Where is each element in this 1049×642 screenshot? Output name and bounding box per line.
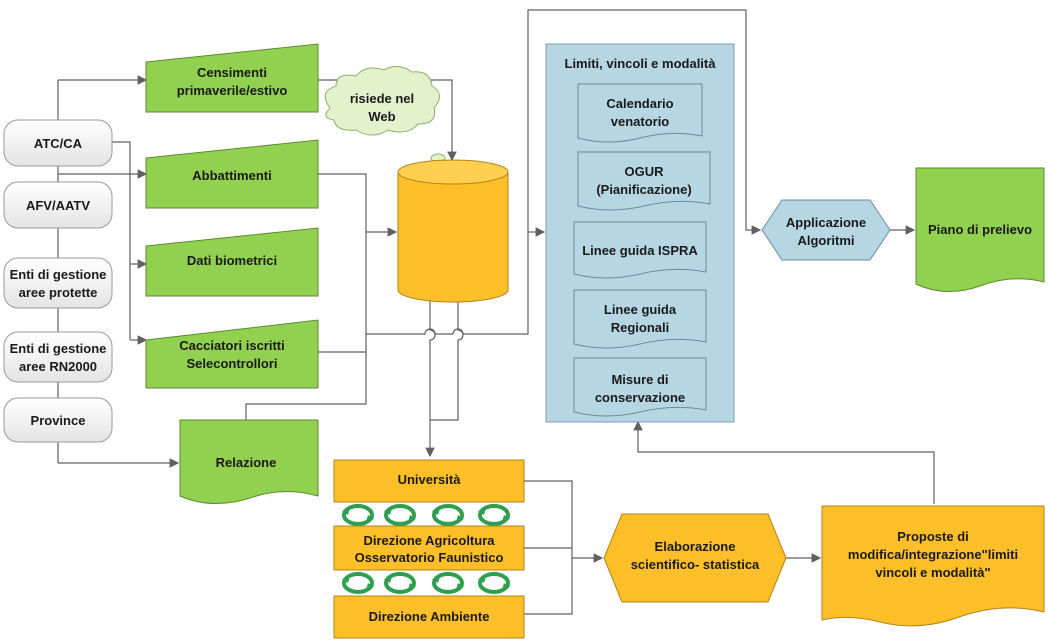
input-cacciatori: Cacciatori iscritti Selecontrollori xyxy=(145,319,319,389)
recycle-row-bottom xyxy=(340,572,512,594)
doc-ispra: Linee guida ISPRA xyxy=(573,221,707,279)
input-censimenti: Censimenti primaverile/estivo xyxy=(145,43,319,113)
source-enti-rn2000: Enti di gestione aree RN2000 xyxy=(3,331,113,383)
doc-ogur-line2: (Pianificazione) xyxy=(596,182,691,197)
applicazione-algoritmi: Applicazione Algoritmi xyxy=(761,199,891,261)
proposte-line2: modifica/integrazione"limiti xyxy=(848,547,1018,562)
doc-misure-line2: conservazione xyxy=(595,390,685,405)
source-enti-protette-line1: Enti di gestione xyxy=(10,267,107,282)
elaborazione-line1: Elaborazione xyxy=(655,539,736,554)
piano-label: Piano di prelievo xyxy=(928,222,1032,237)
recycle-icon xyxy=(430,572,466,594)
limiti-panel: Limiti, vincoli e modalità Calendario ve… xyxy=(545,43,735,423)
source-atc-ca: ATC/CA xyxy=(3,119,113,167)
universita-label: Università xyxy=(398,472,462,487)
input-biometrici-label: Dati biometrici xyxy=(187,253,277,268)
proposte-line3: vincoli e modalità" xyxy=(875,565,990,580)
recycle-icon xyxy=(340,572,376,594)
cloud-line1: risiede nel xyxy=(350,91,414,106)
source-afv-aatv-label: AFV/AATV xyxy=(26,198,90,213)
box-universita: Università xyxy=(333,459,525,503)
doc-regionali-line1: Linee guida xyxy=(604,302,677,317)
input-biometrici: Dati biometrici xyxy=(145,227,319,297)
elaborazione: Elaborazione scientifico- statistica xyxy=(603,513,787,603)
cloud-line2: Web xyxy=(368,109,395,124)
doc-ispra-label: Linee guida ISPRA xyxy=(582,243,698,258)
recycle-icon xyxy=(476,504,512,526)
doc-calendario-line1: Calendario xyxy=(606,96,673,111)
applicazione-line1: Applicazione xyxy=(786,215,866,230)
recycle-icon xyxy=(382,572,418,594)
direzione-agricoltura-line2: Osservatorio Faunistico xyxy=(355,550,504,565)
box-direzione-agricoltura: Direzione Agricoltura Osservatorio Fauni… xyxy=(333,525,525,571)
direzione-ambiente-label: Direzione Ambiente xyxy=(369,609,490,624)
elaborazione-line2: scientifico- statistica xyxy=(631,557,760,572)
recycle-row-top xyxy=(340,504,512,526)
recycle-icon xyxy=(382,504,418,526)
recycle-icon xyxy=(430,504,466,526)
doc-regionali: Linee guida Regionali xyxy=(573,289,707,349)
recycle-icon xyxy=(340,504,376,526)
input-censimenti-line1: Censimenti xyxy=(197,65,267,80)
applicazione-line2: Algoritmi xyxy=(797,233,854,248)
source-enti-protette: Enti di gestione aree protette xyxy=(3,257,113,309)
doc-misure-line1: Misure di xyxy=(611,372,668,387)
database-cylinder xyxy=(397,159,509,303)
recycle-icon xyxy=(476,572,512,594)
doc-calendario: Calendario venatorio xyxy=(577,83,703,143)
input-cacciatori-line2: Selecontrollori xyxy=(186,356,277,371)
direzione-agricoltura-line1: Direzione Agricoltura xyxy=(364,533,496,548)
doc-misure: Misure di conservazione xyxy=(573,357,707,417)
doc-regionali-line2: Regionali xyxy=(611,320,670,335)
source-province: Province xyxy=(3,397,113,443)
source-enti-protette-line2: aree protette xyxy=(19,285,98,300)
source-enti-rn2000-line1: Enti di gestione xyxy=(10,341,107,356)
doc-calendario-line2: venatorio xyxy=(611,114,670,129)
source-province-label: Province xyxy=(31,413,86,428)
input-cacciatori-line1: Cacciatori iscritti xyxy=(179,338,285,353)
doc-ogur: OGUR (Pianificazione) xyxy=(577,151,711,211)
doc-ogur-line1: OGUR xyxy=(625,164,665,179)
cloud-callout: risiede nel Web xyxy=(324,66,455,171)
source-afv-aatv: AFV/AATV xyxy=(3,181,113,229)
box-direzione-ambiente: Direzione Ambiente xyxy=(333,595,525,639)
input-relazione-label: Relazione xyxy=(216,455,277,470)
piano-prelievo: Piano di prelievo xyxy=(915,167,1045,293)
connectors xyxy=(57,9,935,615)
proposte: Proposte di modifica/integrazione"limiti… xyxy=(821,505,1045,627)
limiti-title: Limiti, vincoli e modalità xyxy=(565,56,717,71)
input-abbattimenti: Abbattimenti xyxy=(145,139,319,209)
source-enti-rn2000-line2: aree RN2000 xyxy=(19,359,97,374)
input-abbattimenti-label: Abbattimenti xyxy=(192,168,271,183)
input-censimenti-line2: primaverile/estivo xyxy=(177,83,288,98)
proposte-line1: Proposte di xyxy=(897,529,969,544)
source-atc-ca-label: ATC/CA xyxy=(34,136,83,151)
input-relazione: Relazione xyxy=(179,419,319,505)
